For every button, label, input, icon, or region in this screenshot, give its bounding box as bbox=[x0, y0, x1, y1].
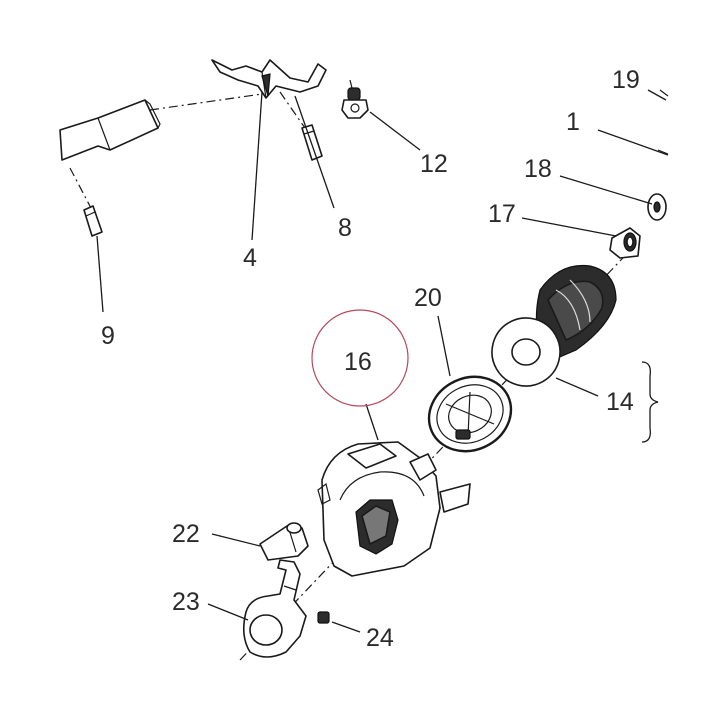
throttle-ring-part-20 bbox=[427, 375, 513, 453]
callout-labels: 19 1 18 17 12 8 4 9 20 16 14 22 23 24 bbox=[101, 66, 640, 652]
clamp-part-23 bbox=[242, 559, 307, 658]
callout-19: 19 bbox=[612, 66, 640, 94]
bar-end-part-18 bbox=[647, 193, 667, 221]
pin-part-8 bbox=[301, 124, 323, 161]
bar-end-part-17 bbox=[609, 227, 641, 259]
callout-23: 23 bbox=[172, 588, 200, 616]
hand-grip-part-14 bbox=[491, 264, 617, 387]
callout-17: 17 bbox=[488, 200, 516, 228]
pin-part-9 bbox=[83, 205, 103, 237]
handlebar-tube bbox=[59, 99, 161, 161]
callout-20: 20 bbox=[414, 284, 442, 312]
callout-16: 16 bbox=[344, 348, 372, 376]
callout-8: 8 bbox=[338, 214, 352, 242]
assembly-brace bbox=[641, 361, 659, 443]
connector-part-22 bbox=[259, 522, 309, 561]
leader-lines bbox=[96, 89, 669, 633]
callout-22: 22 bbox=[172, 520, 200, 548]
callout-9: 9 bbox=[101, 322, 115, 350]
callout-4: 4 bbox=[243, 244, 257, 272]
highlight-circle bbox=[311, 309, 409, 407]
lever-bracket-part-4 bbox=[211, 59, 327, 99]
edge-bracket bbox=[657, 89, 669, 155]
callout-24: 24 bbox=[366, 624, 394, 652]
callout-18: 18 bbox=[524, 155, 552, 183]
callout-12: 12 bbox=[420, 150, 448, 178]
callout-14: 14 bbox=[606, 388, 634, 416]
screw-part-12 bbox=[341, 87, 369, 119]
grub-screw-part-24 bbox=[317, 611, 330, 624]
switch-housing-part-16 bbox=[317, 441, 471, 577]
callout-1: 1 bbox=[566, 108, 580, 136]
